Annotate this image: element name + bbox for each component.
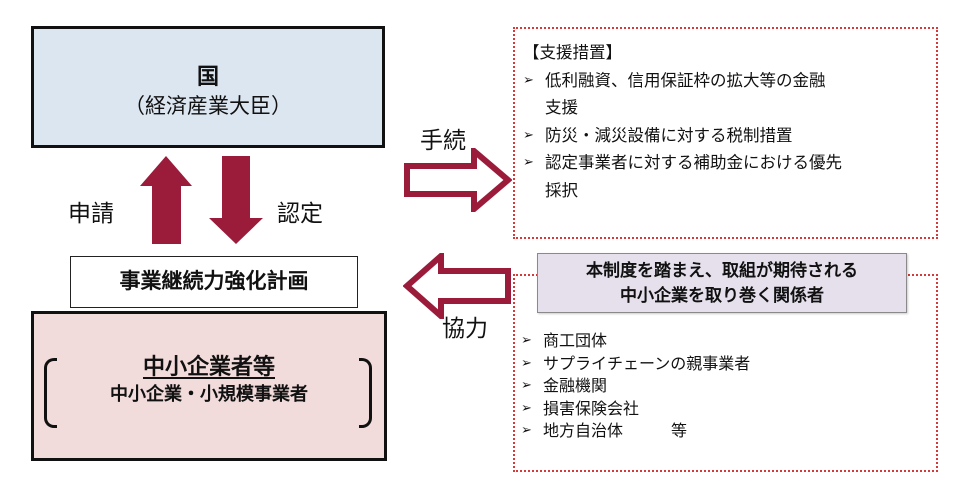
bullet-arrow-icon: ➢: [523, 127, 534, 143]
stakeholder-text: 地方自治体 等: [543, 421, 688, 440]
support-item-text: 低利融資、信用保証枠の拡大等の金融: [545, 70, 826, 90]
sme-title: 中小企業者等: [142, 355, 275, 380]
support-item: ➢ 低利融資、信用保証枠の拡大等の金融: [523, 67, 926, 95]
stakeholder-item: ➢ 損害保険会社: [521, 398, 750, 421]
support-item-continuation: 採択: [545, 180, 578, 200]
stakeholders-heading: 本制度を踏まえ、取組が期待される 中小企業を取り巻く関係者: [537, 253, 907, 313]
bullet-arrow-icon: ➢: [523, 72, 534, 88]
sme-subtitle: 中小企業・小規模事業者: [110, 384, 308, 405]
apply-up-arrow: [140, 156, 192, 244]
bullet-arrow-icon: ➢: [521, 400, 532, 416]
support-item-text: 防災・減災設備に対する税制措置: [545, 125, 793, 145]
apply-label: 申請: [68, 201, 114, 227]
left-bracket: [44, 358, 57, 428]
bullet-arrow-icon: ➢: [523, 155, 534, 170]
bullet-arrow-icon: ➢: [521, 333, 532, 348]
stakeholder-text: 損害保険会社: [543, 398, 640, 418]
support-measures-box: 【支援措置】 ➢ 低利融資、信用保証枠の拡大等の金融 支援 ➢ 防災・減災設備に…: [513, 27, 938, 239]
certify-down-arrow: [209, 156, 263, 244]
support-heading: 【支援措置】: [523, 43, 622, 62]
plan-box: 事業継続力強化計画: [70, 256, 358, 308]
stakeholder-item: ➢ 商工団体: [521, 330, 750, 353]
stakeholder-item: ➢ 地方自治体 等: [521, 420, 750, 443]
stakeholder-text: サプライチェーンの親事業者: [543, 353, 751, 373]
sme-box: 中小企業者等 中小企業・小規模事業者: [31, 311, 387, 461]
cooperation-arrow-icon: [403, 253, 511, 319]
bullet-arrow-icon: ➢: [521, 378, 532, 393]
cooperation-label: 協力: [442, 316, 488, 342]
support-item: ➢ 認定事業者に対する補助金における優先: [523, 149, 926, 177]
stakeholder-item: ➢ サプライチェーンの親事業者: [521, 353, 750, 376]
apply-certify-arrows: [140, 156, 263, 244]
bullet-arrow-icon: ➢: [521, 423, 532, 438]
stakeholders-heading-line1: 本制度を踏まえ、取組が期待される: [586, 261, 858, 281]
certify-label: 認定: [277, 201, 323, 227]
right-bracket: [359, 358, 372, 428]
support-item-text: 認定事業者に対する補助金における優先: [545, 153, 842, 172]
stakeholders-list: ➢ 商工団体 ➢ サプライチェーンの親事業者 ➢ 金融機関 ➢ 損害保険会社 ➢…: [521, 330, 750, 443]
government-title: 国: [196, 65, 219, 90]
procedure-label: 手続: [420, 128, 466, 154]
support-item: ➢ 防災・減災設備に対する税制措置: [523, 122, 926, 150]
stakeholder-text: 金融機関: [543, 376, 608, 395]
government-subtitle: （経済産業大臣）: [124, 94, 292, 118]
government-box: 国 （経済産業大臣）: [31, 26, 385, 148]
stakeholder-item: ➢ 金融機関: [521, 375, 750, 398]
stakeholders-heading-line2: 中小企業を取り巻く関係者: [620, 286, 824, 306]
stakeholder-text: 商工団体: [543, 331, 608, 350]
support-item-continuation: 支援: [545, 98, 578, 117]
bullet-arrow-icon: ➢: [521, 355, 532, 371]
procedure-arrow-icon: [404, 148, 512, 212]
